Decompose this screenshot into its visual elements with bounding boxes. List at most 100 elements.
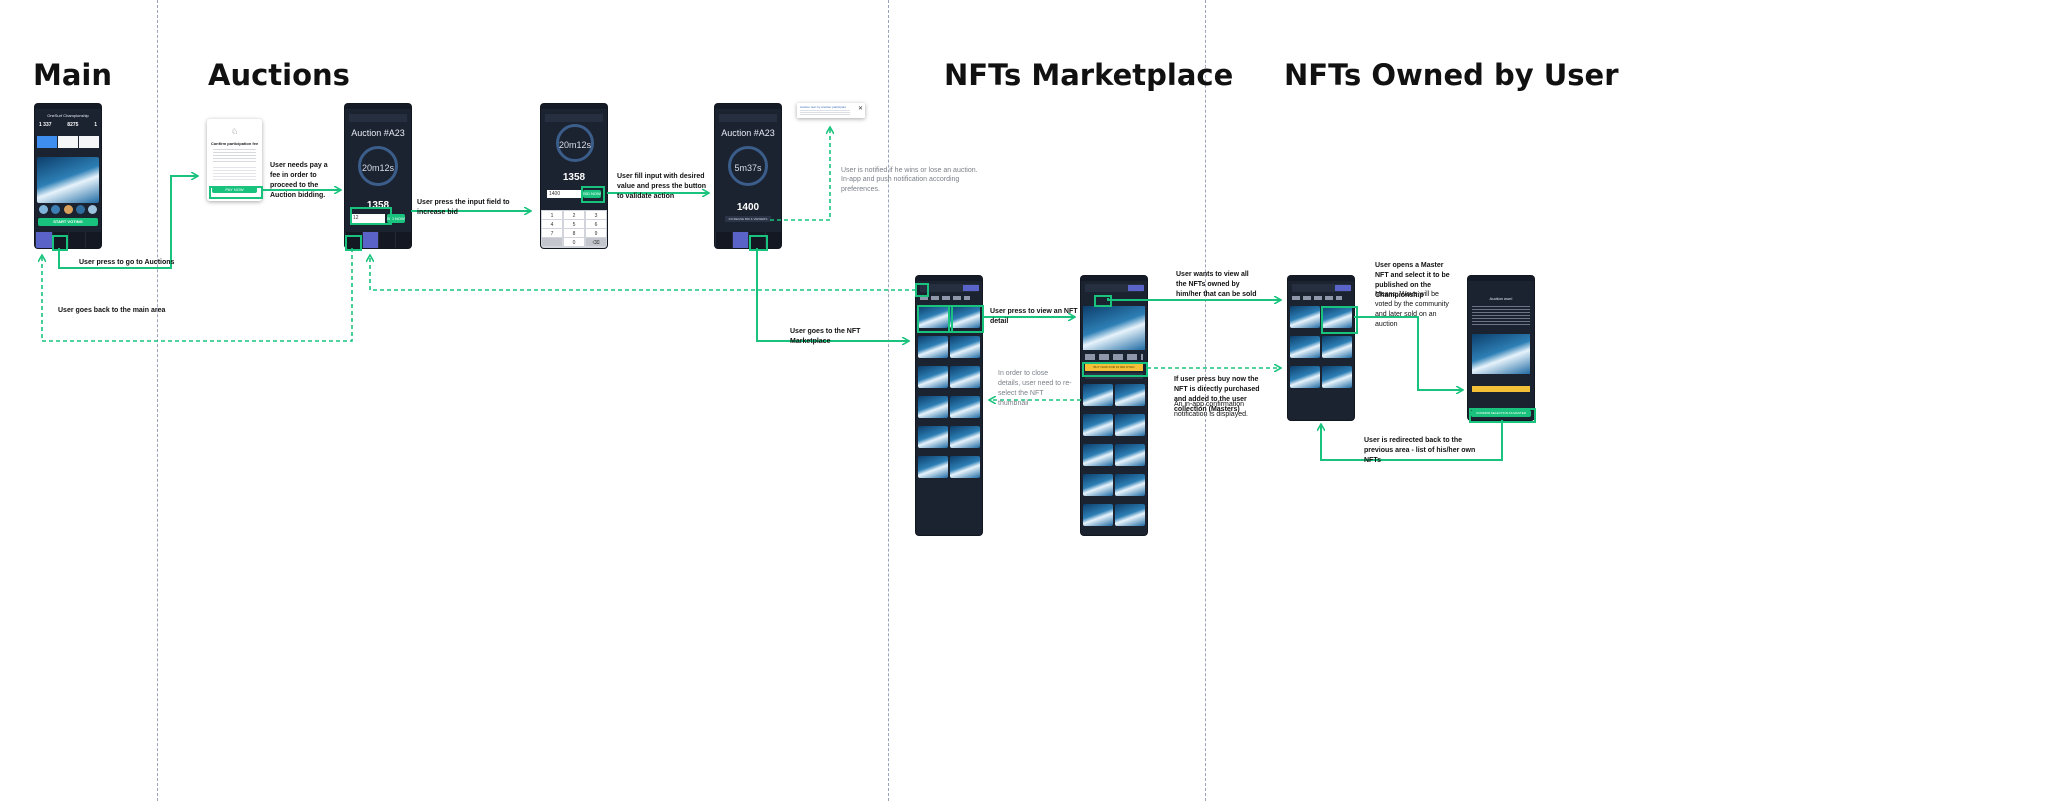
nft-thumbnail[interactable]: [950, 426, 980, 448]
owned-thumb-highlight: [1321, 306, 1358, 334]
confirm-master-button[interactable]: CONFIRM SELECTION AS MASTER: [1471, 410, 1531, 417]
note-open-master-2: Means: Wave will be voted by the communi…: [1375, 291, 1449, 328]
fee-button-highlight: [209, 186, 263, 199]
note-fill-input: User fill input with desired value and p…: [617, 173, 707, 200]
auction2-bid-button[interactable]: BID NOW: [583, 190, 601, 198]
phone-owned-grid: [1288, 276, 1354, 420]
auction2-timer-ring: 20m12s: [556, 124, 594, 162]
nft-thumbnail[interactable]: [1115, 504, 1145, 526]
phone-auction-2: 20m12s 1358 1400 BID NOW 1 2 3 4 5 6 7 8…: [541, 104, 607, 248]
nft-thumbnail[interactable]: [918, 306, 948, 328]
section-divider-main: [157, 0, 158, 801]
key-4[interactable]: 4: [542, 220, 562, 228]
note-view-owned: User wants to view all the NFTs owned by…: [1176, 271, 1257, 298]
key-8[interactable]: 8: [564, 229, 584, 237]
nft-thumbnail[interactable]: [1115, 474, 1145, 496]
toast-text: Auction won by another participant: [800, 105, 847, 109]
nft-thumbnail[interactable]: [918, 396, 948, 418]
note-notified-1: User is notified if he wins or lose an a…: [841, 167, 978, 174]
auction1-title: Auction #A23: [351, 128, 405, 138]
note-buy-now-2: An in-app confirmation notification is d…: [1174, 401, 1248, 418]
owned-detail-title: Auction won!: [1489, 296, 1513, 301]
fee-icon: ♘: [231, 127, 239, 136]
main-category-b[interactable]: [58, 136, 78, 148]
phone-owned-detail: Auction won! CONFIRM SELECTION AS MASTER: [1468, 276, 1534, 420]
nft-thumbnail[interactable]: [1083, 414, 1113, 436]
heading-auctions: Auctions: [208, 58, 350, 92]
auction1-bid-input[interactable]: 12: [351, 214, 385, 223]
phone-marketplace-detail: BUY NOW FOR 15 000 OTHO MAKE AN OFFER: [1081, 276, 1147, 535]
key-1[interactable]: 1: [542, 211, 562, 219]
note-redirected: User is redirected back to the previous …: [1364, 437, 1476, 464]
auction3-timer-ring: 5m37s: [728, 146, 768, 186]
auction1-bid-button[interactable]: BID NOW: [387, 214, 405, 223]
toast-close-icon[interactable]: ✕: [858, 106, 864, 112]
nft-thumbnail[interactable]: [1115, 384, 1145, 406]
nft-thumbnail[interactable]: [950, 396, 980, 418]
nft-thumbnail[interactable]: [950, 366, 980, 388]
auction3-value: 1400: [736, 202, 760, 213]
auction3-timer: 5m37s: [734, 162, 762, 173]
auction1-tab-highlight: [345, 235, 362, 251]
key-3[interactable]: 3: [586, 211, 606, 219]
nft-thumbnail[interactable]: [950, 456, 980, 478]
auction3-tab-highlight: [749, 235, 768, 251]
nft-thumbnail[interactable]: [1290, 306, 1320, 328]
key-0[interactable]: 0: [564, 238, 584, 246]
note-go-marketplace: User goes to the NFT Marketplace: [790, 328, 861, 345]
nft-thumbnail[interactable]: [1115, 444, 1145, 466]
nft-thumbnail[interactable]: [1290, 336, 1320, 358]
note-go-back-main: User goes back to the main area: [58, 307, 166, 314]
nft-thumbnail[interactable]: [1083, 504, 1113, 526]
pay-now-button[interactable]: PAY NOW: [212, 187, 257, 193]
detail-buy-highlight: [1082, 362, 1148, 377]
nft-thumbnail[interactable]: [1322, 306, 1352, 328]
nft-thumbnail[interactable]: [918, 456, 948, 478]
note-go-auctions: User press to go to Auctions: [79, 259, 175, 266]
nft-thumbnail[interactable]: [918, 336, 948, 358]
note-press-input: User press the input field to increase b…: [417, 199, 510, 216]
key-backspace[interactable]: ⌫: [586, 238, 606, 246]
nft-thumbnail[interactable]: [918, 366, 948, 388]
main-hero-image: [37, 157, 99, 203]
numeric-keypad: 1 2 3 4 5 6 7 8 9 0 ⌫: [541, 210, 607, 248]
nft-thumbnail[interactable]: [1083, 384, 1113, 406]
detail-hero-image: [1083, 306, 1145, 350]
auction2-button-highlight: [581, 186, 605, 203]
marketplace-thumb-highlight: [917, 305, 953, 333]
auction2-bid-input[interactable]: 1400: [547, 190, 581, 198]
key-blank[interactable]: [542, 238, 562, 246]
heading-owned: NFTs Owned by User: [1284, 58, 1619, 92]
nft-thumbnail[interactable]: [950, 336, 980, 358]
auction1-value: 1358: [366, 200, 390, 211]
main-category-c[interactable]: [79, 136, 99, 148]
note-buy-now-1: If user press buy now the NFT is directl…: [1174, 376, 1260, 413]
note-open-master-1: User opens a Master NFT and select it to…: [1375, 262, 1450, 299]
auction2-value: 1358: [562, 172, 586, 183]
nft-thumbnail[interactable]: [1290, 366, 1320, 388]
nft-thumbnail[interactable]: [1322, 336, 1352, 358]
nft-thumbnail[interactable]: [918, 426, 948, 448]
key-2[interactable]: 2: [564, 211, 584, 219]
note-notified-2: In-app and push notification according p…: [841, 176, 960, 193]
auction3-increase-button[interactable]: INCREASE BID & VIEWERS: [725, 216, 771, 222]
nft-thumbnail[interactable]: [1083, 474, 1113, 496]
nft-thumbnail[interactable]: [950, 306, 980, 328]
main-title: OneSurf Championship: [47, 113, 89, 118]
auction1-timer: 20m12s: [361, 162, 395, 173]
key-5[interactable]: 5: [564, 220, 584, 228]
fee-title: Confirm participation fee: [210, 141, 259, 146]
buy-now-button[interactable]: BUY NOW FOR 15 000 OTHO: [1085, 363, 1143, 371]
key-7[interactable]: 7: [542, 229, 562, 237]
nft-thumbnail[interactable]: [1115, 414, 1145, 436]
nft-thumbnail[interactable]: [1322, 366, 1352, 388]
main-category-a[interactable]: [37, 136, 57, 148]
start-voting-button[interactable]: START VOTING: [38, 218, 98, 226]
heading-main: Main: [33, 58, 113, 92]
nft-thumbnail[interactable]: [1083, 444, 1113, 466]
key-9[interactable]: 9: [586, 229, 606, 237]
note-view-detail: User press to view an NFT detail: [990, 308, 1078, 325]
key-6[interactable]: 6: [586, 220, 606, 228]
marketplace-thumb-highlight-2: [948, 305, 984, 333]
